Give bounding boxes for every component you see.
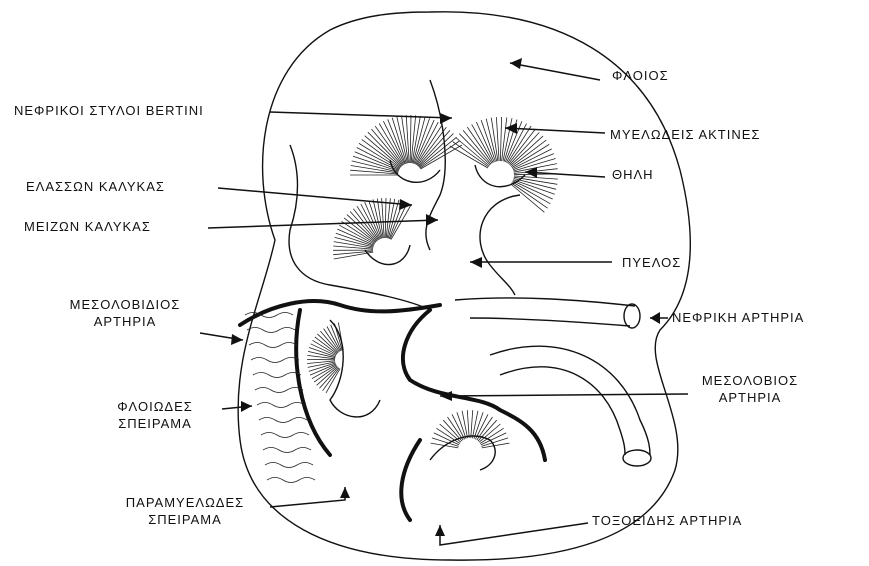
label-elasson-kalykas: ΕΛΑΣΣΩΝ ΚΑΛΥΚΑΣ xyxy=(26,178,165,195)
renal-artery-end xyxy=(624,304,640,328)
ureter-inner xyxy=(500,367,625,455)
medullary-ray xyxy=(385,198,386,238)
arrowheads xyxy=(231,58,660,536)
glomerulus-hatch xyxy=(257,403,305,408)
medullary-ray xyxy=(333,246,373,249)
ureter-end xyxy=(623,450,651,466)
leader-aktines xyxy=(505,128,605,133)
label-mesolobios-artiria: ΜΕΣΟΛΟΒΙΟΣ ΑΡΤΗΡΙΑ xyxy=(680,372,820,406)
glomerulus-hatch xyxy=(253,373,301,378)
glomerulus-hatch xyxy=(249,343,297,348)
label-meizon-kalykas: ΜΕΙΖΩΝ ΚΑΛΥΚΑΣ xyxy=(24,218,151,235)
leader-meizon xyxy=(208,220,438,228)
pelvis-tube xyxy=(480,195,520,295)
medullary-ray xyxy=(320,331,338,352)
ureter-outer xyxy=(490,346,650,455)
medullary-ray xyxy=(410,115,411,163)
medullary-ray xyxy=(511,184,545,212)
leader-toxoeidis xyxy=(440,523,588,545)
glomerulus-hatch xyxy=(267,478,315,483)
lobule-bottom xyxy=(430,436,495,470)
medullary-ray xyxy=(478,420,497,441)
medullary-rays xyxy=(307,115,558,448)
arcuate-artery-bottom xyxy=(401,440,420,520)
medullary-ray xyxy=(500,117,501,161)
medullary-ray xyxy=(481,438,508,447)
glomerulus-hatch xyxy=(259,418,307,423)
medullary-ray xyxy=(467,410,469,438)
glomerulus-hatch xyxy=(261,433,309,438)
leader-mesolobios xyxy=(440,394,688,396)
medullary-ray xyxy=(369,201,382,239)
glomerulus-hatch xyxy=(247,328,295,333)
label-pyelos: ΠΥΕΛΟΣ xyxy=(622,254,681,271)
medullary-ray xyxy=(391,205,411,240)
label-nefriki-artiria: ΝΕΦΡΙΚΗ ΑΡΤΗΡΙΑ xyxy=(672,309,804,326)
label-thili: ΘΗΛΗ xyxy=(612,166,654,183)
leader-paramyelodes xyxy=(270,487,345,507)
cortical-glomeruli xyxy=(245,313,315,483)
glomerulus-hatch xyxy=(251,358,299,363)
leader-styloi xyxy=(270,112,452,118)
medullary-ray xyxy=(317,367,338,386)
medullary-ray xyxy=(513,154,554,170)
leader-elasson xyxy=(218,188,412,205)
label-floiodes-speirama: ΦΛΟΙΩΔΕΣ ΣΠΕΙΡΑΜΑ xyxy=(90,398,220,432)
label-toxoeidis-artiria: ΤΟΞΟΕΙΔΗΣ ΑΡΤΗΡΙΑ xyxy=(592,512,742,529)
glomerulus-hatch xyxy=(263,448,311,453)
medullary-ray xyxy=(336,233,374,246)
label-floios: ΦΛΟΙΟΣ xyxy=(612,67,669,84)
label-paramyelodes-speirama: ΠΑΡΑΜΥΕΛΩΔΕΣ ΣΠΕΙΡΑΜΑ xyxy=(100,494,270,528)
medullary-ray xyxy=(317,334,337,353)
renal-artery-upper xyxy=(455,298,635,306)
glomerulus-hatch xyxy=(255,388,303,393)
leader-floios xyxy=(510,63,600,80)
medullary-ray xyxy=(368,132,402,166)
medullary-ray xyxy=(512,182,550,204)
arcuate-artery-upper xyxy=(240,301,440,325)
inner-contour xyxy=(289,145,430,310)
renal-artery-lower xyxy=(470,318,630,326)
label-myelodeis-aktines: ΜΥΕΛΩΔΕΙΣ ΑΚΤΙΝΕΣ xyxy=(610,126,760,143)
medullary-ray xyxy=(471,410,473,438)
glomerulus-hatch xyxy=(265,463,313,468)
medullary-ray xyxy=(320,367,339,388)
label-styloi-bertini: ΝΕΦΡΙΚΟΙ ΣΤΥΛΟΙ BERTINI xyxy=(14,102,204,119)
medullary-ray xyxy=(482,443,510,448)
medullary-ray xyxy=(419,134,454,167)
label-mesolobidios-artiria: ΜΕΣΟΛΟΒΙΔΙΟΣ ΑΡΤΗΡΙΑ xyxy=(50,296,200,330)
medullary-ray xyxy=(406,115,409,163)
